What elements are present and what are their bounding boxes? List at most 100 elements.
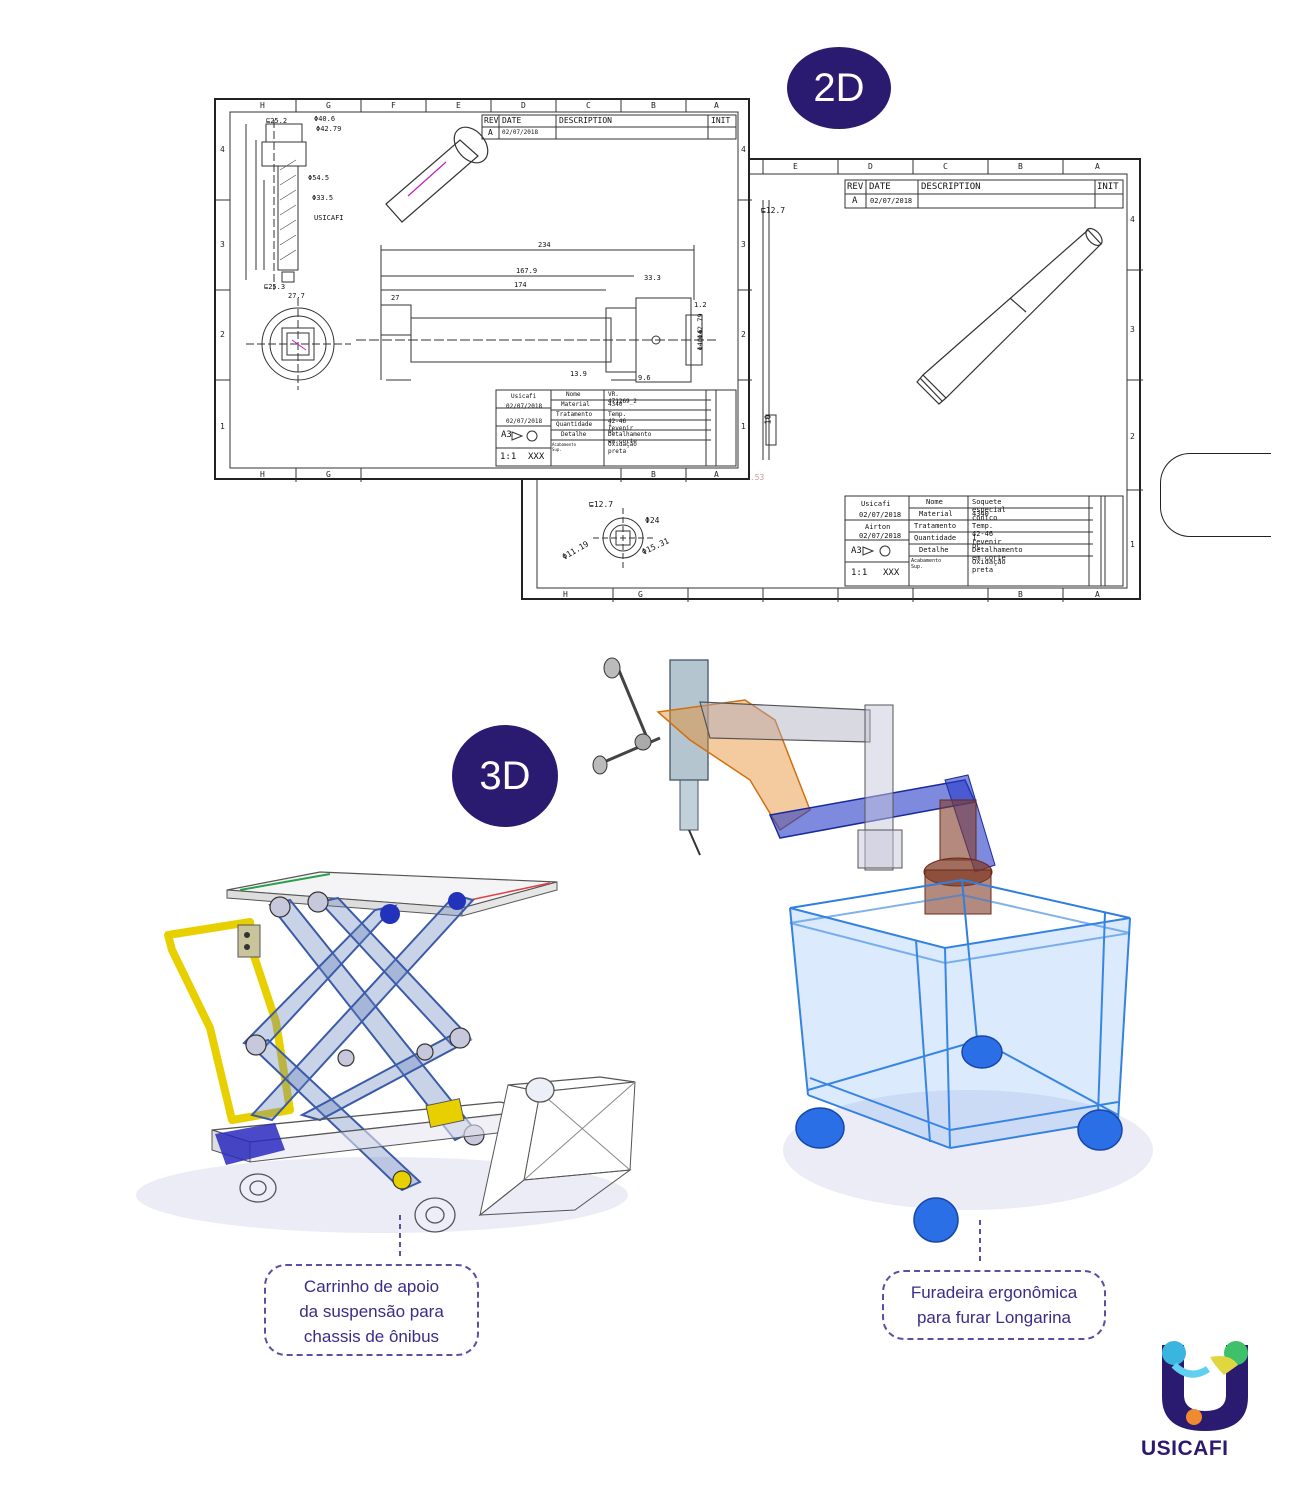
socket-iso-small (385, 126, 489, 223)
3d-illustrations (136, 657, 1153, 1262)
usicafi-logo-text: USICAFI (1141, 1437, 1229, 1460)
dim-label: 167.9 (516, 267, 538, 275)
description-header: DESCRIPTION (921, 182, 981, 192)
rev-date: 02/07/2018 (870, 197, 913, 205)
zone-col-h: H (260, 101, 265, 110)
rev-date: 02/07/2018 (502, 129, 539, 136)
drawing-code: XXX (528, 452, 545, 462)
socket-iso-drawing (916, 227, 1103, 405)
tb-value: Detalhamento em corte (608, 431, 652, 445)
zone-row-4-right: 4 (741, 145, 746, 154)
date: 02/07/2018 (859, 532, 902, 540)
rev-value: A (852, 196, 858, 206)
init-header: INIT (1097, 182, 1119, 192)
tb-label: Nome (566, 391, 581, 398)
company-name: Usicafi (861, 500, 891, 508)
zone-col-e: E (456, 101, 461, 110)
tb-label: Detalhe (919, 546, 949, 554)
tb-label: Nome (926, 498, 943, 506)
tb-label: Material (919, 510, 953, 518)
drawing-code: XXX (883, 568, 900, 578)
zone-col-b-bottom: B (651, 470, 656, 479)
dim-label: Φ33.5 (312, 194, 334, 202)
scissor-lift-cart (164, 871, 636, 1260)
scale: 1:1 (500, 452, 517, 462)
date-header: DATE (869, 182, 891, 192)
dim-label: 10 (763, 414, 773, 425)
tb-label: Quantidade (914, 534, 957, 542)
tb-label: Acabamento Sup. (911, 558, 942, 570)
zone-col-b: B (651, 101, 656, 110)
caption-line: chassis de ônibus (303, 1327, 440, 1346)
rev-value: A (488, 128, 493, 137)
zone-col-f: F (391, 101, 396, 110)
tb-label: Quantidade (556, 421, 593, 428)
caption-line: Furadeira ergonômica (910, 1283, 1078, 1302)
zone-row-1-right: 1 (741, 422, 746, 431)
tb-value: 4340 (608, 401, 623, 408)
hatching (279, 159, 297, 261)
sheet-format: A3 (501, 430, 512, 440)
tb-value: Temp. 42-46 revenir (972, 522, 1002, 546)
dim-label: Φ42.79 (696, 313, 705, 339)
tb-value: Soquete especial conico (972, 498, 1006, 522)
rev-header: REV (484, 116, 499, 125)
tb-value: 1 pç (972, 534, 981, 550)
zone-col-b-bottom: B (1018, 590, 1023, 599)
dim-label: Φ54.5 (308, 174, 330, 182)
dim-label: 9.6 (638, 374, 651, 382)
date: 02/07/2018 (859, 511, 902, 519)
caption-drill: Furadeira ergonômica para furar Longarin… (882, 1270, 1106, 1340)
tb-value: Detalhamento em corte (972, 546, 1023, 562)
zone-row-2: 2 (1130, 432, 1135, 441)
zone-col-a: A (1095, 162, 1100, 171)
dim-label: 174 (514, 281, 527, 289)
dim-label: 27.7 (288, 292, 305, 300)
badge-3d-label: 3D (479, 753, 531, 798)
zone-row-4: 4 (220, 145, 225, 154)
rev-header: REV (847, 182, 864, 192)
caption-line: da suspensão para (299, 1302, 444, 1321)
tb-label: Tratamento (914, 522, 957, 530)
section-view-horizontal (356, 245, 716, 383)
badge-2d: 2D (787, 47, 891, 129)
zone-col-a-bottom: A (714, 470, 719, 479)
zone-col-c: C (586, 101, 591, 110)
scale: 1:1 (851, 568, 868, 578)
caption-line: para furar Longarina (916, 1308, 1072, 1327)
dim-label: Φ24 (645, 516, 660, 525)
tb-label: Material (561, 401, 590, 408)
dim-label: 33.3 (644, 274, 661, 282)
dim-label: ⊑12.7 (589, 500, 614, 509)
badge-2d-label: 2D (813, 65, 865, 110)
dim-label: ⊑25.3 (264, 283, 286, 291)
dim-label: 9.53 (745, 473, 765, 482)
zone-col-d: D (868, 162, 873, 171)
drawing-front-lines (216, 100, 752, 482)
tb-value: Temp. 42-46 revenir (608, 411, 634, 432)
init-header: INIT (711, 116, 731, 125)
zone-row-4: 4 (1130, 215, 1135, 224)
tb-label: Detalhe (561, 431, 587, 438)
dim-label: 27 (391, 294, 400, 302)
tb-value: 1 pç (608, 421, 616, 435)
drawn-by: Airton (865, 523, 891, 531)
zone-col-b: B (1018, 162, 1023, 171)
tb-label: Acabamento Sup. (552, 442, 577, 452)
date: 02/07/2018 (506, 418, 543, 425)
ergonomic-drill (592, 657, 1131, 1262)
description-header: DESCRIPTION (559, 116, 612, 125)
zone-col-g-bottom: G (326, 470, 331, 479)
sheet-tab-decoration (1160, 453, 1271, 537)
zone-col-h-bottom: H (563, 590, 568, 599)
zone-col-a: A (714, 101, 719, 110)
drawing-sheet-front: H G F E D C B A H G B A 4 3 2 1 4 3 2 1 … (214, 98, 752, 482)
tb-value: 4340 (972, 510, 989, 518)
caption-cart: Carrinho de apoio da suspensão para chas… (264, 1264, 479, 1356)
zone-row-1: 1 (220, 422, 225, 431)
date-header: DATE (502, 116, 522, 125)
zone-col-c: C (943, 162, 948, 171)
dim-label: ⊑12.7 (761, 206, 786, 215)
zone-row-3: 3 (1130, 325, 1135, 334)
zone-col-g-bottom: G (638, 590, 643, 599)
